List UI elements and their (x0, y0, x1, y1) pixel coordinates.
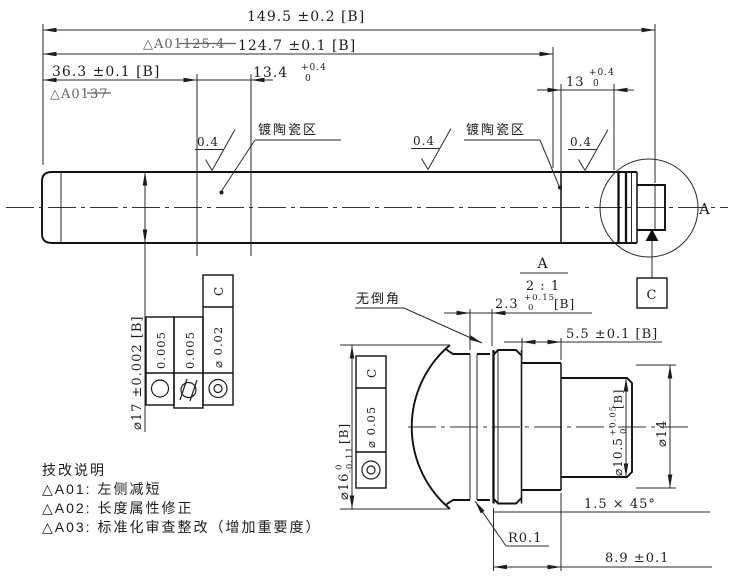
concentric-circles-icon (208, 378, 228, 399)
dim-dia17-text: ⌀17 ±0.002 [B] (130, 316, 145, 430)
dim-124-old-value: 125.4 (183, 37, 225, 52)
dia14-value: ⌀14 (655, 420, 670, 447)
dim-13: 13 +0.4 0 (537, 68, 634, 93)
circularity-icon (150, 379, 170, 398)
dia16-value: ⌀16 (337, 473, 352, 500)
fcf-stack: 0.005 0.005 C ⌀ 0.02 (145, 274, 234, 409)
filled-triangle-icon (645, 229, 659, 241)
detail-shape (410, 344, 633, 510)
dim-2-3-upper-tol: +0.15 (524, 293, 555, 303)
dia10-5-value: ⌀10.5 (611, 437, 625, 476)
detail-callout-label: A (698, 200, 711, 218)
note-a01: △A01: 左侧减短 (42, 481, 161, 497)
extension-lines (42, 24, 656, 256)
note-a03: △A03: 标准化审查整改（增加重要度） (42, 519, 321, 535)
dim-13-4-text: 13.4 (253, 65, 288, 81)
coating-text-2: 镀陶瓷区 (466, 122, 526, 137)
main-view: 149.5 ±0.2 [B] △A01 125.4 124.7 ±0.1 [B]… (6, 9, 728, 432)
dim-124: △A01 125.4 124.7 ±0.1 [B] (43, 37, 553, 57)
datum-c: C (636, 229, 668, 309)
dim-124-old-prefix: △A01 (143, 37, 183, 52)
roughness-value-3: 0.4 (570, 135, 592, 149)
dim-36-old-prefix: △A01 (50, 87, 90, 102)
dia10-5-lower-tol: 0 (619, 428, 629, 434)
coating-label-1: 镀陶瓷区 (219, 122, 341, 195)
dim-total-length: 149.5 ±0.2 [B] (43, 9, 655, 33)
revision-notes: 技改说明 △A01: 左侧减短 △A02: 长度属性修正 △A03: 标准化审查… (42, 462, 321, 535)
fcf-concentricity-datum: C (212, 286, 226, 296)
dia16-ref: [B] (337, 423, 351, 444)
dim-8-9-text: 8.9 ±0.1 (605, 551, 669, 566)
dim-36-old-value: 37 (90, 87, 109, 102)
detail-title: A (536, 256, 548, 272)
fcf-cylindricity-value: 0.005 (183, 331, 197, 369)
coating-label-2: 镀陶瓷区 (464, 122, 562, 190)
no-chamfer-label: 无倒角 (355, 291, 483, 344)
dim-36-and-13-4: 36.3 ±0.1 [B] △A01 37 13.4 +0.4 0 (43, 63, 327, 102)
concentric-circles-icon-detail (361, 460, 381, 480)
dim-2-3-value: 2.3 (495, 297, 519, 312)
fcf-circularity-value: 0.005 (154, 331, 168, 369)
dim-13-4-lower-tol: 0 (305, 74, 312, 84)
note-a02: △A02: 长度属性修正 (42, 500, 193, 516)
dim-5-5-text: 5.5 ±0.1 [B] (566, 327, 658, 342)
leader-dot-2 (558, 185, 562, 190)
dim-dia16: ⌀16 0 -0.11 [B] (335, 344, 450, 510)
dim-2-3: 2.3 +0.15 0 [B] (444, 293, 592, 350)
notes-title: 技改说明 (42, 462, 106, 478)
fcf-concentricity-value: ⌀ 0.02 (211, 326, 225, 368)
roughness-value-2: 0.4 (413, 134, 435, 148)
dim-13-text: 13 (566, 75, 585, 90)
dia10-5-upper-tol: +0.05 (609, 405, 619, 436)
coating-text-1: 镀陶瓷区 (258, 122, 318, 137)
leader-dot-1 (219, 190, 224, 195)
detail-callout-circle (599, 158, 699, 258)
detail-fcf-value: ⌀ 0.05 (364, 406, 378, 448)
dim-124-text: 124.7 ±0.1 [B] (238, 38, 356, 54)
datum-c-label: C (647, 288, 658, 303)
dim-total-text: 149.5 ±0.2 [B] (247, 9, 365, 25)
dia10-5-ref: [B] (611, 389, 625, 409)
dim-13-4-upper-tol: +0.4 (301, 63, 327, 73)
shaft-outline (41, 171, 666, 244)
detail-fcf: C ⌀ 0.05 (355, 355, 387, 489)
dia16-lower-tol: -0.11 (345, 446, 355, 473)
dim-8-9: 8.9 ±0.1 (493, 493, 712, 571)
roughness-mark-1: 0.4 (195, 129, 236, 171)
roughness-value-1: 0.4 (197, 135, 219, 149)
dia16-upper-tol: 0 (335, 464, 345, 470)
chamfer-text: 1.5 × 45° (584, 497, 656, 512)
dim-2-3-ref: [B] (554, 297, 575, 311)
detail-fcf-datum: C (365, 368, 379, 378)
dim-36-text: 36.3 ±0.1 [B] (52, 64, 160, 80)
chamfer-note: 1.5 × 45° (494, 497, 710, 513)
dim-5-5: 5.5 ±0.1 [B] (504, 327, 662, 360)
detail-view: A 2 : 1 ⌀16 0 -0.11 [ (335, 256, 712, 571)
dim-13-upper-tol: +0.4 (589, 68, 615, 78)
detail-scale: 2 : 1 (526, 279, 560, 294)
dim-dia14: ⌀14 (636, 364, 676, 489)
dim-2-3-lower-tol: 0 (528, 303, 534, 313)
radius-text: R0.1 (508, 531, 542, 546)
roughness-mark-3: 0.4 (568, 129, 609, 171)
no-chamfer-text: 无倒角 (356, 291, 401, 306)
roughness-mark-2: 0.4 (411, 128, 452, 170)
dim-13-lower-tol: 0 (593, 79, 600, 89)
cylindricity-icon (179, 378, 198, 402)
dim-dia10-5: ⌀10.5 +0.05 0 [B] (609, 378, 629, 477)
dim-dia17: ⌀17 ±0.002 [B] (130, 172, 148, 432)
radius-note: R0.1 (474, 500, 549, 547)
